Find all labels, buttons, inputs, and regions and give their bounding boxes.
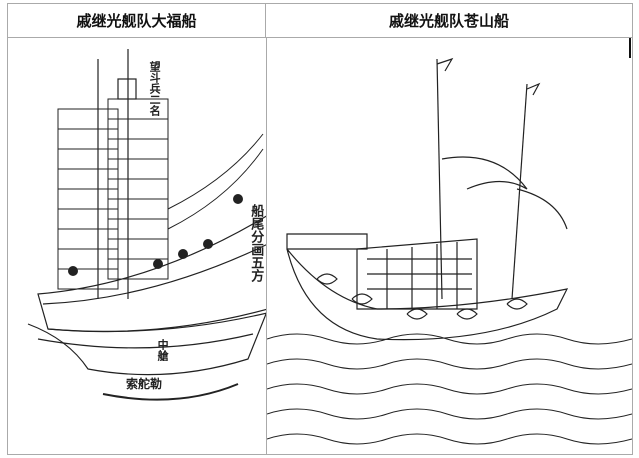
cangshan-ship-drawing — [267, 57, 632, 445]
column-divider — [266, 38, 267, 454]
comparison-table: 戚继光舰队大福船 戚继光舰队苍山船 — [7, 3, 633, 455]
caption-rudder: 索舵勒 — [126, 377, 163, 391]
label-middle-cabin: 中艙 — [156, 339, 170, 361]
label-lookout: 望斗兵二名 — [148, 61, 162, 116]
text-cursor — [629, 38, 631, 58]
cangshan-ship-illustration — [267, 39, 632, 454]
header-cangshan-ship: 戚继光舰队苍山船 — [266, 4, 632, 38]
dafu-ship-illustration: 望斗兵二名 船尾分画五方 中艙 — [8, 39, 266, 454]
label-stern: 船尾分画五方 — [248, 204, 264, 282]
dafu-ship-drawing — [27, 49, 266, 401]
header-dafu-ship: 戚继光舰队大福船 — [8, 4, 266, 38]
